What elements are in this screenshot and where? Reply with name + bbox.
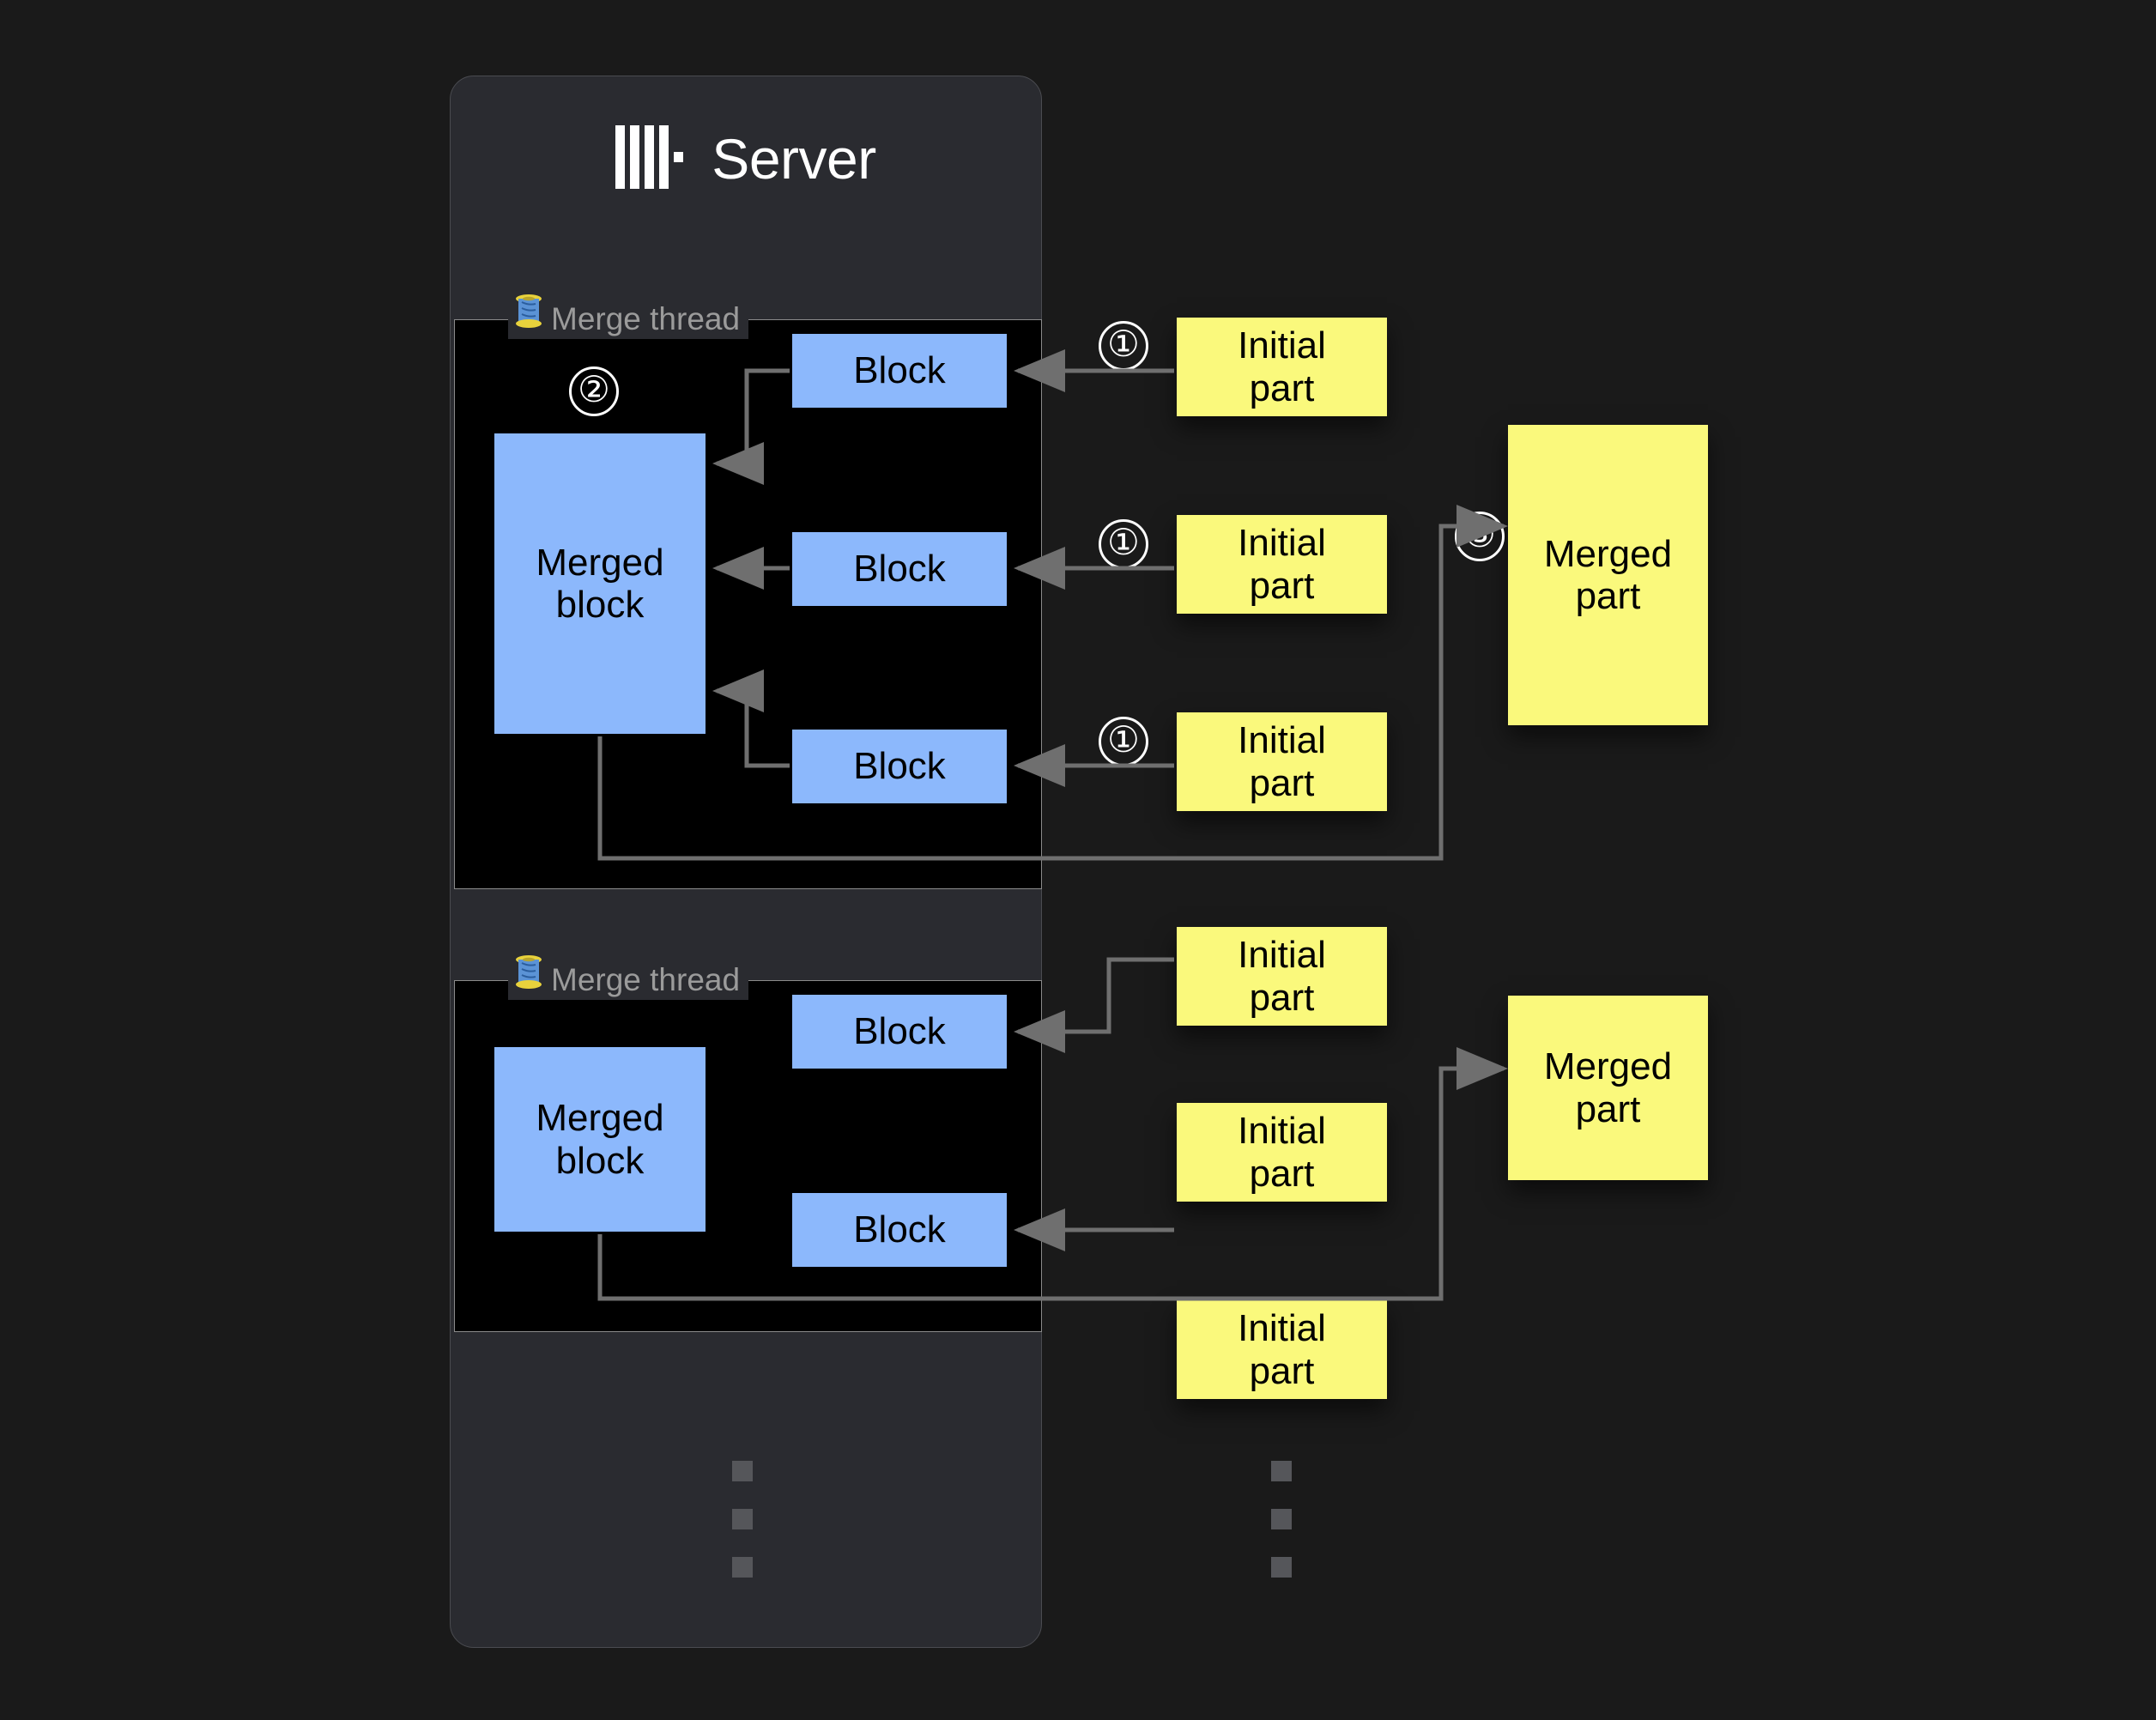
block-2-2-label: Block bbox=[853, 1208, 946, 1251]
initial-part-2: Initial part bbox=[1177, 515, 1387, 614]
block-2-1-label: Block bbox=[853, 1010, 946, 1053]
block-1-1-label: Block bbox=[853, 349, 946, 392]
initial-part-4-label: Initial part bbox=[1238, 934, 1326, 1019]
initial-part-6-label: Initial part bbox=[1238, 1307, 1326, 1392]
ellipsis-dot bbox=[1271, 1509, 1292, 1529]
block-1-3-label: Block bbox=[853, 745, 946, 788]
ellipsis-dot bbox=[732, 1461, 753, 1481]
merged-block-2: Merged block bbox=[494, 1047, 706, 1232]
block-2-1: Block bbox=[792, 995, 1007, 1069]
initial-part-4: Initial part bbox=[1177, 927, 1387, 1026]
step-marker-1-b: ① bbox=[1099, 519, 1148, 569]
block-1-2-label: Block bbox=[853, 548, 946, 590]
clickhouse-logo-icon bbox=[615, 124, 689, 193]
initial-part-6: Initial part bbox=[1177, 1300, 1387, 1399]
initial-part-3: Initial part bbox=[1177, 712, 1387, 811]
merge-thread-legend-1: Merge thread bbox=[508, 294, 749, 339]
merged-part-1-label: Merged part bbox=[1543, 532, 1673, 617]
server-title: Server bbox=[450, 112, 1042, 206]
merge-thread-legend-2: Merge thread bbox=[508, 954, 749, 1000]
ellipsis-dot bbox=[1271, 1461, 1292, 1481]
ellipsis-dot bbox=[732, 1557, 753, 1578]
initial-part-5: Initial part bbox=[1177, 1103, 1387, 1202]
step-marker-1-a: ① bbox=[1099, 321, 1148, 371]
thread-spool-icon bbox=[513, 294, 544, 345]
step-marker-2: ② bbox=[569, 366, 619, 416]
initial-part-1: Initial part bbox=[1177, 318, 1387, 416]
merged-part-2: Merged part bbox=[1508, 996, 1708, 1180]
initial-part-2-label: Initial part bbox=[1238, 522, 1326, 607]
block-1-2: Block bbox=[792, 532, 1007, 606]
merge-thread-label-1: Merge thread bbox=[551, 301, 741, 336]
ellipsis-server bbox=[732, 1461, 753, 1578]
block-1-1: Block bbox=[792, 334, 1007, 408]
initial-part-1-label: Initial part bbox=[1238, 324, 1326, 409]
merged-part-2-label: Merged part bbox=[1543, 1045, 1673, 1130]
thread-spool-icon bbox=[513, 954, 544, 1006]
ellipsis-dot bbox=[1271, 1557, 1292, 1578]
initial-part-3-label: Initial part bbox=[1238, 719, 1326, 804]
block-1-3: Block bbox=[792, 730, 1007, 803]
merged-block-2-label: Merged block bbox=[536, 1097, 664, 1182]
step-marker-3: ③ bbox=[1455, 512, 1505, 561]
merged-block-1-label: Merged block bbox=[536, 541, 664, 626]
ellipsis-parts bbox=[1271, 1461, 1292, 1578]
initial-part-5-label: Initial part bbox=[1238, 1110, 1326, 1195]
step-marker-1-c: ① bbox=[1099, 717, 1148, 766]
ellipsis-dot bbox=[732, 1509, 753, 1529]
merged-block-1: Merged block bbox=[494, 433, 706, 734]
block-2-2: Block bbox=[792, 1193, 1007, 1267]
merge-thread-label-2: Merge thread bbox=[551, 962, 741, 997]
merged-part-1: Merged part bbox=[1508, 425, 1708, 725]
server-title-label: Server bbox=[712, 127, 876, 191]
